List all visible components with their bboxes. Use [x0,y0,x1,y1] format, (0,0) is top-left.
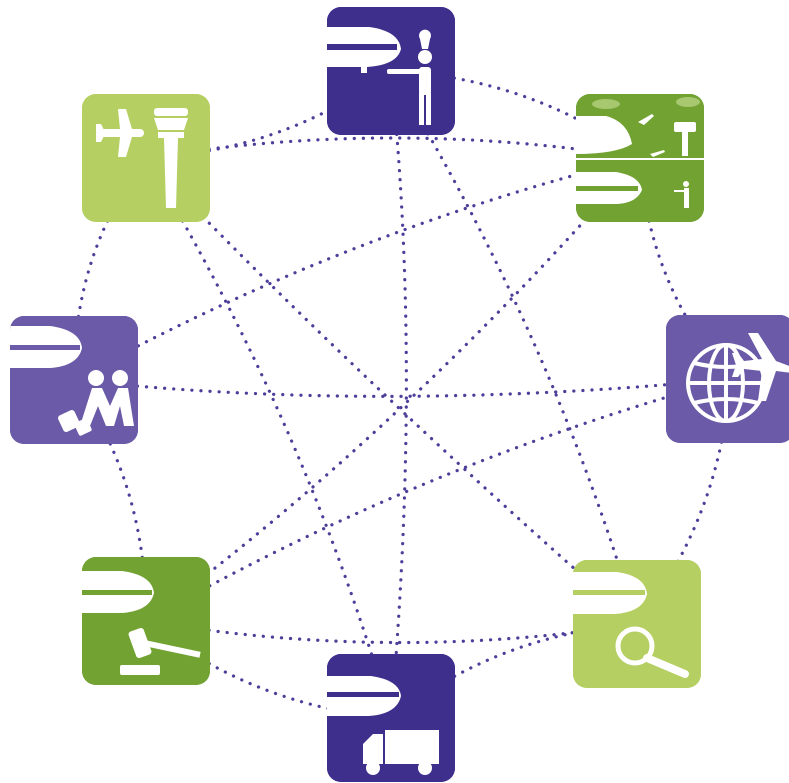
aviation-law-tile [82,557,210,685]
airplane-nose-icon [82,571,154,613]
airplane-icon [638,114,665,157]
ground-marshalling-tile [327,7,455,135]
truck-icon [363,730,439,775]
gavel-icon [120,627,201,675]
node-air-traffic-control [82,94,210,222]
connection-air-traffic-control-to-inspection [144,156,639,626]
air-traffic-control-tile [82,94,210,222]
node-ground-marshalling [327,7,455,135]
node-inspection [573,560,701,688]
airplane-icon [96,109,144,157]
connection-airport-operations-to-aviation-law [144,156,642,623]
connection-aviation-law-to-international-flights [144,377,732,623]
magnifier-icon [615,626,689,678]
cargo-transport-tile [327,654,455,782]
node-aviation-law [82,557,210,685]
airplane-nose-icon [327,676,401,716]
airport-operations-tile [576,94,704,222]
travellers-icon [58,370,134,436]
connection-air-traffic-control-to-airport-operations [144,136,642,160]
node-cargo-transport [327,654,455,782]
airplane-icon [732,333,789,401]
airplane-nose-icon [327,27,401,73]
international-flights-tile [666,315,789,443]
connection-passengers-to-international-flights [72,377,732,398]
passengers-tile [10,316,138,444]
node-international-flights [666,315,789,443]
connection-aviation-law-to-inspection [144,619,639,645]
node-airport-operations [576,94,704,222]
marshaller-icon [674,181,689,208]
airplane-nose-icon [576,116,704,204]
connection-air-traffic-control-to-cargo-transport [144,156,393,720]
inspection-tile [573,560,701,688]
marshaller-icon [387,29,432,125]
control-tower-icon [154,108,188,208]
node-passengers [10,316,138,444]
connection-ground-marshalling-to-cargo-transport [389,69,408,720]
globe-icon [686,343,766,423]
airplane-nose-icon [10,326,82,368]
airplane-nose-icon [573,572,647,614]
control-tower-icon [674,122,696,156]
